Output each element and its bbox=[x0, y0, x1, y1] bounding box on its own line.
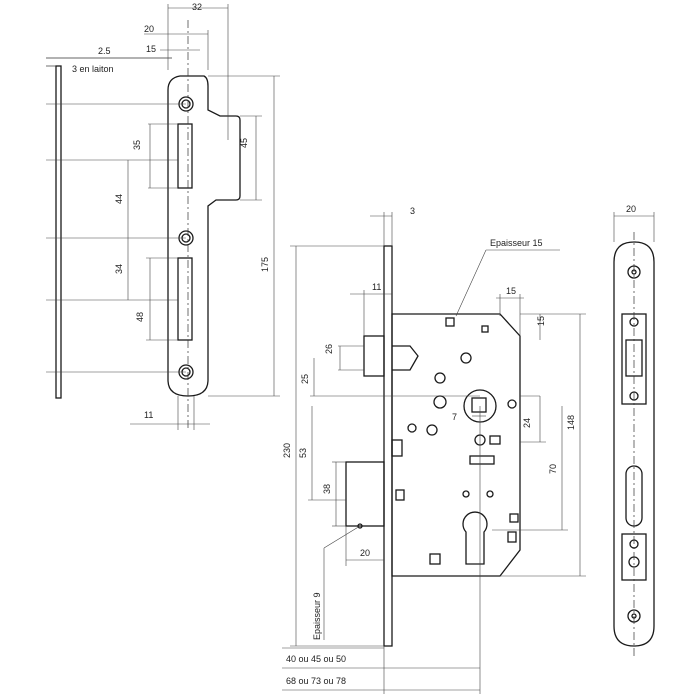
lock-body-view: 3 Epaisseur 15 11 15 15 26 25 7 24 148 bbox=[282, 206, 586, 694]
dim-25: 25 bbox=[300, 374, 310, 384]
label-thickness-9: Epaisseur 9 bbox=[312, 592, 322, 640]
dim-45: 45 bbox=[239, 138, 249, 148]
faceplate-outline bbox=[613, 241, 655, 647]
lock-case-outline bbox=[391, 313, 521, 577]
dim-15h: 15 bbox=[506, 286, 516, 296]
dim-backset-large: 68 ou 73 ou 78 bbox=[286, 676, 346, 686]
latch-slot bbox=[177, 123, 193, 189]
dim-20: 20 bbox=[144, 24, 154, 34]
follower-square bbox=[471, 397, 487, 413]
dim-230: 230 bbox=[282, 443, 292, 458]
dim-48: 48 bbox=[135, 312, 145, 322]
dim-20-deadbolt: 20 bbox=[360, 548, 370, 558]
dim-24: 24 bbox=[522, 418, 532, 428]
dim-70: 70 bbox=[548, 464, 558, 474]
lock-faceplate-edge bbox=[383, 245, 393, 647]
dim-175: 175 bbox=[260, 257, 270, 272]
strike-plate-view: 32 20 15 2.5 3 en laiton 35 45 44 34 48 bbox=[46, 2, 280, 430]
cylinder-cutout bbox=[462, 511, 488, 565]
latch-bolt bbox=[363, 335, 385, 377]
dim-148: 148 bbox=[566, 415, 576, 430]
strike-plate-edge bbox=[55, 65, 62, 399]
dim-53: 53 bbox=[298, 448, 308, 458]
label-thickness-15: Epaisseur 15 bbox=[490, 238, 543, 248]
dim-15v: 15 bbox=[536, 316, 546, 326]
dim-32: 32 bbox=[192, 2, 202, 12]
dim-44: 44 bbox=[114, 194, 124, 204]
bolt-slot bbox=[177, 257, 193, 341]
dim-2-5: 2.5 bbox=[98, 46, 111, 56]
dim-11-lock: 11 bbox=[372, 282, 381, 292]
faceplate-view: 20 bbox=[613, 204, 655, 656]
dim-11-strike: 11 bbox=[144, 410, 153, 420]
dim-20-faceplate: 20 bbox=[626, 204, 636, 214]
dim-34: 34 bbox=[114, 264, 124, 274]
dim-35: 35 bbox=[132, 140, 142, 150]
dim-3: 3 bbox=[410, 206, 415, 216]
dead-bolt bbox=[345, 461, 385, 527]
dim-7: 7 bbox=[452, 412, 457, 422]
dim-15: 15 bbox=[146, 44, 156, 54]
dim-38: 38 bbox=[322, 484, 332, 494]
dim-26: 26 bbox=[324, 344, 334, 354]
dim-backset-small: 40 ou 45 ou 50 bbox=[286, 654, 346, 664]
dim-material: 3 en laiton bbox=[72, 64, 114, 74]
